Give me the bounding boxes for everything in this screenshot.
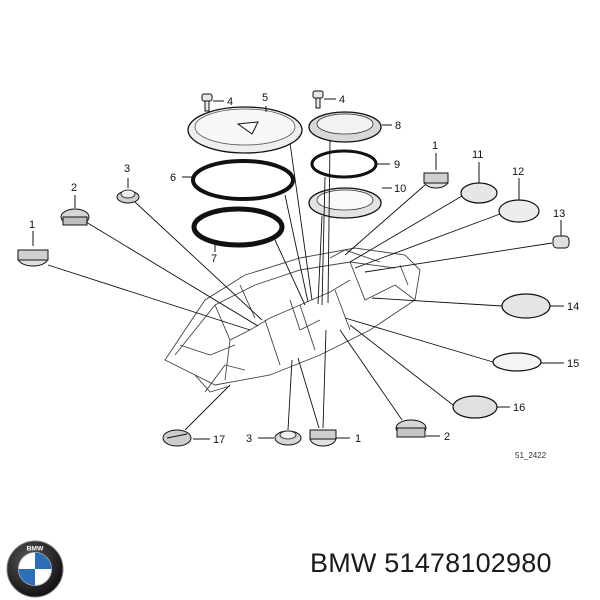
plug-part-13 <box>552 235 570 249</box>
cover-plate-part-5 <box>187 106 303 154</box>
grommet-part-12 <box>498 199 540 223</box>
seal-part-6 <box>191 159 295 201</box>
bmw-logo-text: BMW <box>27 546 44 553</box>
diagram-reference-code: 51_2422 <box>515 451 547 460</box>
callout-15: 15 <box>567 358 579 370</box>
plug-part-1-bottom <box>309 429 337 447</box>
callout-3-bottom: 3 <box>246 433 252 445</box>
callout-8: 8 <box>395 120 401 132</box>
grommet-part-8 <box>308 111 382 143</box>
ring-part-9 <box>310 149 378 179</box>
plug-part-2-bottom <box>395 419 427 438</box>
plug-part-17 <box>162 429 192 447</box>
part-number-label: BMW 51478102980 <box>310 548 552 578</box>
callout-14: 14 <box>567 301 579 313</box>
callout-10: 10 <box>394 183 406 195</box>
plug-part-3-bottom <box>274 430 302 446</box>
callout-12: 12 <box>512 166 524 178</box>
plug-part-2-top <box>60 208 90 226</box>
plug-part-1-right <box>423 172 449 189</box>
bolt-part-4-left <box>201 93 213 112</box>
callout-7: 7 <box>211 253 217 265</box>
car-body-frame <box>164 247 421 393</box>
leader-lines <box>47 139 553 431</box>
callout-1-left: 1 <box>29 219 35 231</box>
grommet-part-10 <box>308 187 382 219</box>
callout-11: 11 <box>472 149 483 161</box>
callout-3-top: 3 <box>124 163 130 175</box>
callout-16: 16 <box>513 402 525 414</box>
grommet-part-14 <box>501 293 551 319</box>
callout-1-right-top: 1 <box>432 140 438 152</box>
callout-5: 5 <box>262 92 268 104</box>
bolt-part-4-right <box>312 90 324 109</box>
grommet-part-15 <box>492 352 542 372</box>
plug-part-1-left <box>17 249 49 267</box>
bmw-logo-icon: BMW <box>6 540 64 598</box>
callout-2-bottom: 2 <box>444 431 450 443</box>
callout-13: 13 <box>553 208 565 220</box>
grommet-part-16 <box>452 395 498 419</box>
plug-part-3-top <box>116 189 140 204</box>
callout-2-top: 2 <box>71 182 77 194</box>
callout-4-right: 4 <box>339 94 345 106</box>
callout-9: 9 <box>394 159 400 171</box>
seal-part-7 <box>191 206 285 248</box>
callout-1-bottom: 1 <box>355 433 361 445</box>
callout-17: 17 <box>213 434 225 446</box>
callout-4-left: 4 <box>227 96 233 108</box>
grommet-part-11 <box>460 182 498 204</box>
callout-6: 6 <box>170 172 176 184</box>
